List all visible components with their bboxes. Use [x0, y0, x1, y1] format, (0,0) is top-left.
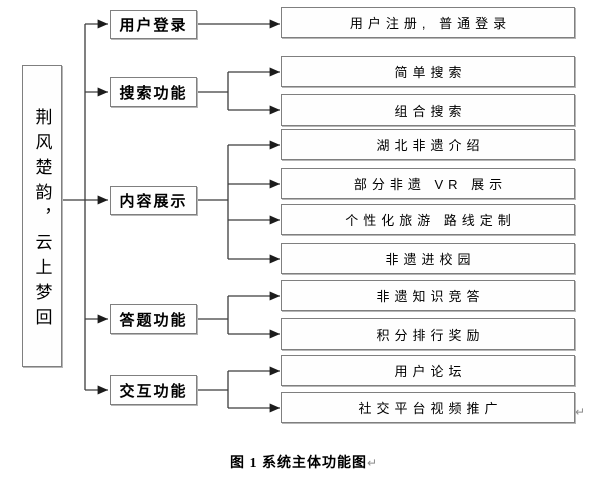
leaf-box-user-forum: 用户论坛 — [281, 355, 575, 386]
leaf-box-social-promotion: 社交平台视频推广 — [281, 392, 575, 423]
leaf-box-combined-search: 组合搜索 — [281, 94, 575, 126]
leaf-box-points-ranking: 积分排行奖励 — [281, 318, 575, 350]
figure-caption-text: 图 1 系统主体功能图 — [229, 456, 367, 471]
leaf-box-vr-display: 部分非遗 VR 展示 — [281, 168, 575, 199]
leaf-box-register-login: 用户注册, 普通登录 — [281, 7, 575, 38]
line-break-icon: ↵ — [366, 456, 379, 470]
leaf-box-heritage-campus: 非遗进校园 — [281, 243, 575, 274]
branch-box-user-login: 用户登录 — [110, 10, 197, 39]
leaf-box-knowledge-quiz: 非遗知识竞答 — [281, 280, 575, 311]
root-box-theme-title: 荆风楚韵，云上梦回 — [22, 65, 62, 367]
figure-caption: 图 1 系统主体功能图↵ — [0, 452, 608, 472]
leaf-box-simple-search: 简单搜索 — [281, 56, 575, 87]
leaf-box-travel-route: 个性化旅游 路线定制 — [281, 204, 575, 235]
branch-box-quiz-function: 答题功能 — [110, 304, 197, 334]
branch-box-content-display: 内容展示 — [110, 186, 197, 215]
branch-box-interaction-function: 交互功能 — [110, 375, 197, 405]
branch-box-search-function: 搜索功能 — [110, 77, 197, 107]
line-break-icon: ↵ — [575, 405, 586, 419]
leaf-box-heritage-intro: 湖北非遗介绍 — [281, 129, 575, 160]
